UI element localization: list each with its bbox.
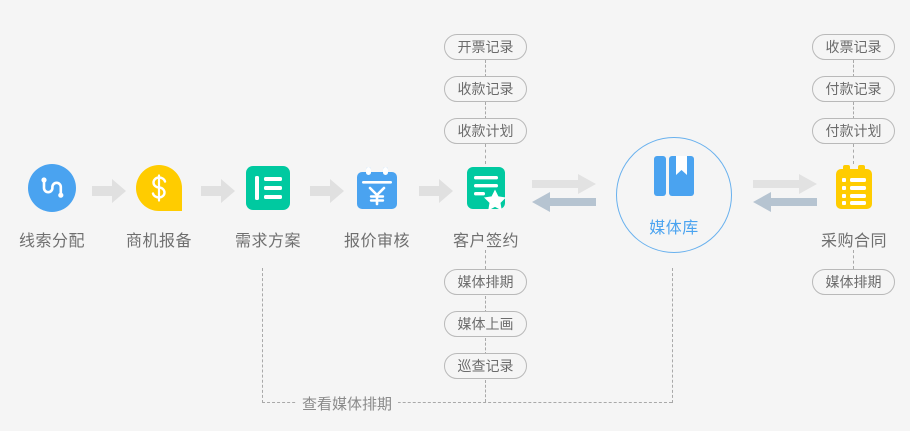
pill-receipt-plan[interactable]: 收款计划 [444,118,527,144]
bracket-label-view-media-schedule[interactable]: 查看媒体排期 [296,393,399,414]
arrow-right-icon-3 [310,179,346,208]
double-arrow-icon-2 [751,174,819,219]
bracket-right-vertical [672,268,673,403]
media-library-node[interactable]: 媒体库 [616,137,732,253]
connector-cc-top-0 [485,60,486,77]
pill-media-onair[interactable]: 媒体上画 [444,311,527,337]
stage-quote-approval[interactable]: 报价审核 [325,160,429,251]
pill-inspection-record[interactable]: 巡查记录 [444,353,527,379]
connector-pc-top-2 [853,144,854,164]
stage-label-demand-plan: 需求方案 [234,233,301,250]
stage-label-customer-contract: 客户签约 [452,233,519,250]
arrow-right-icon-4 [419,179,455,208]
stage-label-lead-allocation: 线索分配 [18,233,85,250]
pill-payment-plan[interactable]: 付款计划 [812,118,895,144]
bracket-left-vertical [262,268,263,403]
connector-pc-top-1 [853,102,854,119]
stage-purchase-contract[interactable]: 采购合同 [802,160,906,251]
arrow-right-icon-2 [201,179,237,208]
arrow-right-icon-1 [92,179,128,208]
stage-opportunity-report[interactable]: 商机报备 [107,160,211,251]
book-bookmark-icon [651,153,697,204]
connector-cc-top-1 [485,102,486,119]
clipboard-list-icon [802,160,906,216]
connector-cc-bot-1 [485,296,486,313]
bracket-bottom-horizontal [262,402,672,403]
document-star-icon [434,160,538,216]
connector-cc-top-2 [485,144,486,164]
connector-cc-bot-0 [485,250,486,269]
stage-label-purchase-contract: 采购合同 [820,233,887,250]
document-lines-icon [216,160,320,216]
pill-payment-record[interactable]: 付款记录 [812,76,895,102]
connector-cc-bot-2 [485,338,486,355]
double-arrow-icon-1 [530,174,598,219]
pill-invoice-received[interactable]: 收票记录 [812,34,895,60]
connector-pc-bot-0 [853,250,854,269]
connector-cc-bot-3 [485,380,486,402]
stage-demand-plan[interactable]: 需求方案 [216,160,320,251]
stage-label-opportunity-report: 商机报备 [125,233,192,250]
media-library-label: 媒体库 [649,219,699,237]
stage-label-quote-approval: 报价审核 [343,233,410,250]
pill-media-schedule-cc[interactable]: 媒体排期 [444,269,527,295]
pill-media-schedule-pc[interactable]: 媒体排期 [812,269,895,295]
pill-invoice-record[interactable]: 开票记录 [444,34,527,60]
pill-receipt-record[interactable]: 收款记录 [444,76,527,102]
dollar-bubble-icon [107,160,211,216]
stage-lead-allocation[interactable]: 线索分配 [0,160,104,251]
route-circle-icon [0,160,104,216]
calendar-yen-icon [325,160,429,216]
stage-customer-contract[interactable]: 客户签约 [434,160,538,251]
connector-pc-top-0 [853,60,854,77]
